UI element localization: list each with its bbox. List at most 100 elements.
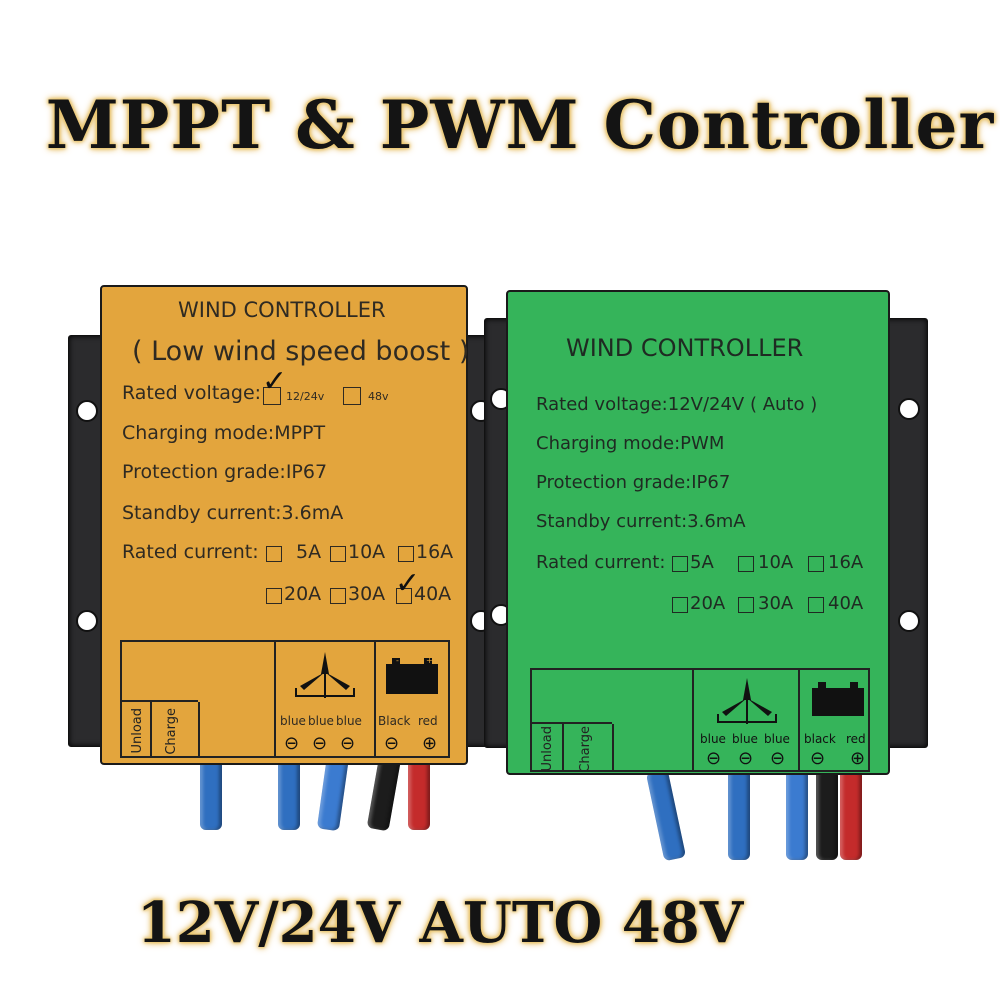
mppt-unload-label: Unload [130,708,145,754]
mppt-label-blue-1: blue [280,714,306,728]
mppt-standby: Standby current:3.6mA [122,502,344,524]
mppt-current-5a: 5A [296,541,322,563]
mppt-current-10a: 10A [348,541,386,563]
pwm-current-box-20a [672,597,688,613]
pwm-current-30a: 30A [758,593,794,614]
mppt-cell-spacer [200,642,276,756]
mppt-divider-line [120,700,198,702]
mppt-current-box-20a [266,588,282,604]
pwm-label-black: black [804,732,836,746]
mppt-opt-48: 48v [368,390,389,403]
mppt-charging-mode: Charging mode:MPPT [122,422,326,444]
mppt-current-box-10a [330,546,346,562]
mppt-opt-12-24: 12/24v [286,390,325,403]
mppt-label-blue-3: blue [336,714,362,728]
pwm-mount-hole-right-top [898,398,920,420]
mppt-current-20a: 20A [284,583,322,605]
mppt-wire-blue-2 [278,755,300,830]
mppt-terminal-negative-icon: ⊖ [384,733,400,754]
pwm-current-box-16a [808,556,824,572]
mppt-terminal-ac-1-icon: ⊖ [284,733,300,754]
pwm-standby: Standby current:3.6mA [536,511,746,532]
mppt-rated-current: Rated current: [122,541,259,563]
pwm-charge-label: Charge [578,726,593,773]
pwm-terminal-negative-icon: ⊖ [810,748,826,769]
pwm-divider-line [530,722,612,724]
pwm-cell-unload [532,724,564,770]
mppt-wire-black [366,753,402,832]
pwm-current-box-30a [738,597,754,613]
pwm-battery-icon [812,682,864,716]
pwm-current-5a: 5A [690,552,714,573]
pwm-current-box-5a [672,556,688,572]
headline-bottom: 12V/24V AUTO 48V [136,890,744,956]
pwm-current-box-10a [738,556,754,572]
mppt-cell-charge [152,702,200,756]
mppt-subtitle: ( Low wind speed boost ) [132,336,470,367]
pwm-mount-hole-right-bottom [898,610,920,632]
pwm-current-box-40a [808,597,824,613]
pwm-current-20a: 20A [690,593,726,614]
pwm-rated-current: Rated current: [536,552,666,573]
pwm-label-blue-1: blue [700,732,726,746]
pwm-terminal-panel [530,668,870,772]
headline-top: MPPT & PWM Controller [45,86,995,164]
mppt-terminal-panel [120,640,450,758]
pwm-wire-blue-2 [728,770,750,860]
mppt-wire-red [408,755,430,830]
pwm-protection: Protection grade:IP67 [536,472,731,493]
mppt-battery-icon: - + [386,656,438,694]
pwm-rated-voltage: Rated voltage:12V/24V ( Auto ) [536,394,818,415]
mppt-current-16a: 16A [416,541,454,563]
pwm-terminal-ac-3-icon: ⊖ [770,748,786,769]
mppt-checkbox-48 [343,387,361,405]
pwm-wire-red [840,770,862,860]
mppt-rated-voltage: Rated voltage: [122,382,262,404]
mppt-check-mark-current-icon: ✓ [395,566,421,601]
svg-text:-: - [396,656,399,665]
mppt-cell-turbine [276,642,376,756]
mppt-protection: Protection grade:IP67 [122,461,328,483]
mppt-check-mark-voltage-icon: ✓ [262,364,288,399]
pwm-wind-turbine-icon [717,678,777,724]
pwm-terminal-positive-icon: ⊕ [850,748,866,769]
mppt-label-black: Black [378,714,411,728]
pwm-terminal-ac-1-icon: ⊖ [706,748,722,769]
mppt-cell-unload [122,702,152,756]
mppt-wind-turbine-icon [295,652,355,698]
pwm-charging-mode: Charging mode:PWM [536,433,725,454]
mppt-current-box-30a [330,588,346,604]
pwm-label-red: red [846,732,866,746]
mppt-charge-label: Charge [164,708,179,755]
mppt-title: WIND CONTROLLER [178,298,386,322]
pwm-label-blue-3: blue [764,732,790,746]
pwm-current-40a: 40A [828,593,864,614]
mppt-mount-hole-left-top [76,400,98,422]
pwm-label-blue-2: blue [732,732,758,746]
pwm-cell-charge [564,724,614,770]
mppt-current-box-40a [396,588,412,604]
pwm-current-16a: 16A [828,552,864,573]
mppt-terminal-ac-3-icon: ⊖ [340,733,356,754]
mppt-terminal-positive-icon: ⊕ [422,733,438,754]
mppt-wire-blue-1 [200,755,222,830]
svg-text:+: + [426,656,433,665]
pwm-cell-spacer [614,670,694,770]
pwm-current-10a: 10A [758,552,794,573]
mppt-wire-blue-3 [316,753,350,832]
mppt-mount-hole-left-bottom [76,610,98,632]
pwm-wire-blue-3 [786,770,808,860]
mppt-label-blue-2: blue [308,714,334,728]
mppt-checkbox-12-24 [263,387,281,405]
mppt-current-box-5a [266,546,282,562]
pwm-wire-blue-1 [645,768,687,862]
pwm-terminal-ac-2-icon: ⊖ [738,748,754,769]
mppt-label-red: red [418,714,438,728]
pwm-title: WIND CONTROLLER [566,334,804,362]
mppt-current-30a: 30A [348,583,386,605]
mppt-terminal-ac-2-icon: ⊖ [312,733,328,754]
pwm-cell-turbine [694,670,800,770]
pwm-unload-label: Unload [540,726,555,772]
mppt-current-box-16a [398,546,414,562]
mppt-current-40a: 40A [414,583,452,605]
